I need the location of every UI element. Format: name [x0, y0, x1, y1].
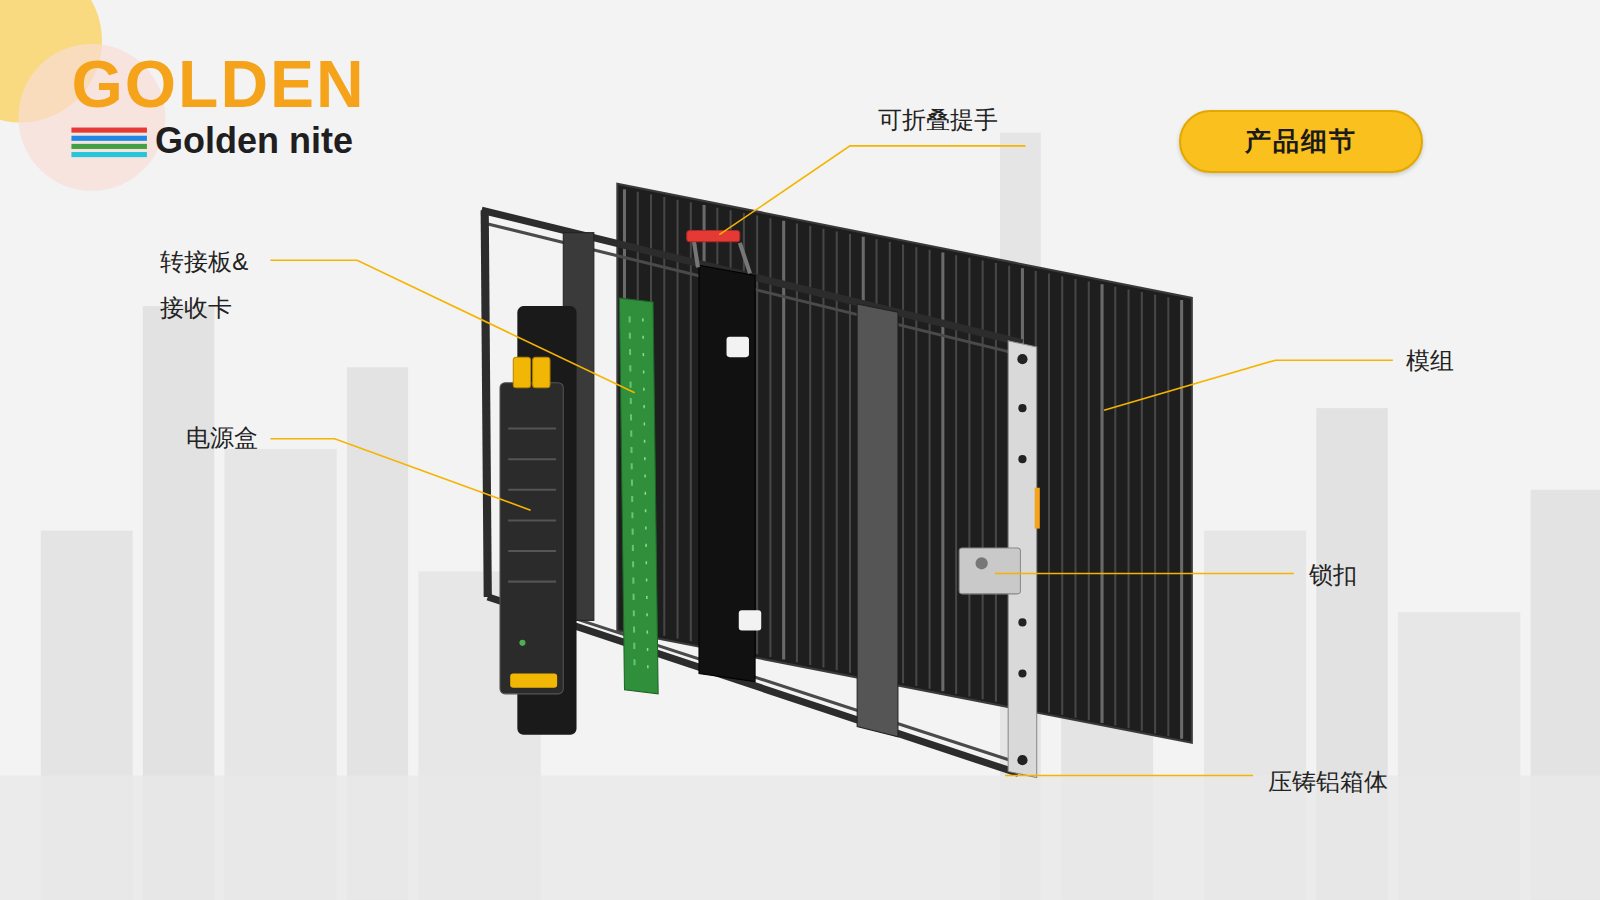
logo-stripes-part [71, 144, 147, 149]
logo-wordmark: GOLDEN [71, 45, 365, 124]
led-module-part [1128, 289, 1130, 728]
led-module-part [1114, 287, 1116, 726]
receiving-card-part [630, 316, 635, 673]
handle [687, 231, 750, 274]
led-module-part [663, 197, 665, 636]
led-module [617, 184, 1191, 743]
power-box [500, 306, 577, 735]
part-label: 转接板& 接收卡 [160, 239, 272, 331]
leader-line-part [719, 146, 1025, 235]
led-module-part [1074, 279, 1076, 718]
led-module-part [995, 263, 997, 702]
cabinet-frame-part [485, 210, 488, 597]
power-box-part [508, 458, 556, 460]
handle-part [687, 231, 740, 242]
led-module-part [1061, 276, 1063, 715]
leader-line-part [270, 260, 634, 393]
handle-part [694, 241, 698, 268]
lock-clasp-part [959, 548, 1020, 594]
receiving-card [619, 298, 658, 694]
power-box-part [513, 357, 530, 388]
led-module-part [982, 260, 984, 699]
part-label: 模组 [1406, 347, 1454, 376]
logo-stripes-part [71, 128, 147, 133]
part-label: 锁扣 [1309, 561, 1357, 590]
power-box-part [510, 673, 557, 687]
power-box-part [508, 428, 556, 430]
side-plate-part [1017, 354, 1027, 364]
heading-pill: 产品细节 [1179, 110, 1424, 173]
lock-clasp [959, 548, 1020, 594]
part-label: 可折叠提手 [878, 106, 998, 135]
handle-part [740, 243, 750, 274]
lock-clasp-part [976, 557, 988, 569]
receiving-card-part [643, 318, 648, 675]
power-box-part [519, 640, 525, 646]
logo-stripes-part [71, 152, 147, 157]
brand-name: Golden nite [155, 119, 353, 162]
receiving-card-part [619, 298, 658, 694]
side-plate-part [1018, 455, 1026, 463]
led-module-part [968, 258, 970, 697]
led-module-part [1154, 295, 1156, 734]
cabinet-frame-part [727, 337, 749, 357]
cabinet-frame [482, 210, 1023, 773]
power-box-part [508, 519, 556, 521]
led-module-part [929, 250, 931, 689]
led-module-part [941, 253, 944, 692]
leader-line-part [995, 573, 1294, 575]
side-plate-part [1018, 404, 1026, 412]
led-module-part [1167, 297, 1169, 736]
leader-line-part [1005, 775, 1253, 777]
heading-text: 产品细节 [1245, 124, 1357, 159]
led-module-part [955, 255, 957, 694]
side-plate-part [1018, 618, 1026, 626]
part-label: 电源盒 [186, 424, 258, 453]
led-module-part [690, 202, 692, 641]
cabinet-frame-part [739, 610, 761, 630]
led-module-part [1141, 292, 1143, 731]
leader-line-part [1104, 360, 1393, 410]
power-box-part [508, 550, 556, 552]
logo-stripes [71, 128, 147, 158]
led-module-part [1101, 284, 1104, 723]
side-plate-part [1035, 488, 1040, 529]
logo-stripes-part [71, 136, 147, 141]
led-module-part [677, 200, 679, 639]
side-plate-part [1017, 755, 1027, 765]
led-module-part [1180, 300, 1183, 739]
power-box-part [500, 383, 563, 694]
part-label: 压铸铝箱体 [1268, 768, 1388, 797]
cabinet-frame-part [857, 304, 898, 737]
led-module-part [617, 184, 1191, 743]
led-module-part [1048, 274, 1050, 713]
power-box-part [533, 357, 550, 388]
power-box-part [508, 581, 556, 583]
leader-line [270, 146, 1392, 776]
side-plate-part [1018, 669, 1026, 677]
led-module-part [1088, 282, 1090, 721]
power-box-part [508, 489, 556, 491]
leader-line-part [270, 439, 530, 510]
